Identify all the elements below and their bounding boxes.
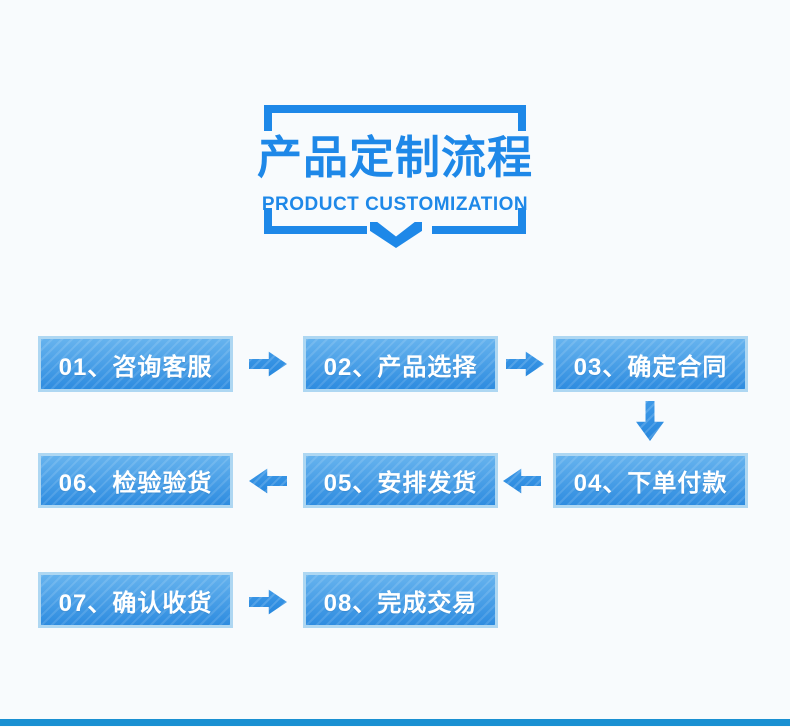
page-title: 产品定制流程 — [256, 132, 533, 183]
frame-bottom-left-corner — [264, 208, 272, 234]
frame-top-right-corner — [518, 105, 526, 131]
page-subtitle: PRODUCT CUSTOMIZATION — [261, 194, 529, 215]
step-box-05: 05、安排发货 — [303, 453, 498, 508]
arrow-left-icon — [249, 468, 287, 494]
step-box-06: 06、检验验货 — [38, 453, 233, 508]
footer-accent-bar — [0, 719, 790, 726]
frame-bottom-right-bar — [432, 226, 526, 234]
chevron-down-icon — [370, 222, 422, 248]
step-box-01: 01、咨询客服 — [38, 336, 233, 392]
frame-bottom-left-bar — [264, 226, 367, 234]
frame-top-bar — [264, 105, 526, 113]
step-box-03: 03、确定合同 — [553, 336, 748, 392]
arrow-left-icon — [503, 468, 541, 494]
arrow-right-icon — [506, 351, 544, 377]
step-box-02: 02、产品选择 — [303, 336, 498, 392]
frame-bottom-right-corner — [518, 208, 526, 234]
arrow-right-icon — [249, 589, 287, 615]
arrow-down-icon — [636, 401, 664, 441]
frame-top-left-corner — [264, 105, 272, 131]
step-box-07: 07、确认收货 — [38, 572, 233, 628]
step-box-08: 08、完成交易 — [303, 572, 498, 628]
step-box-04: 04、下单付款 — [553, 453, 748, 508]
arrow-right-icon — [249, 351, 287, 377]
